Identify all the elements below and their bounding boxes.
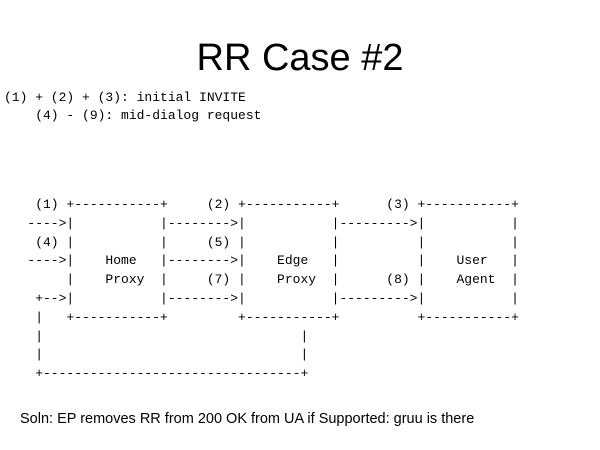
notes: (1) + (2) + (3): initial INVITE (4) - (9… bbox=[4, 89, 261, 125]
diagram-line: | | bbox=[4, 328, 309, 344]
diagram-line: ---->| Home |-------->| Edge | | User | bbox=[4, 253, 519, 269]
diagram-line: | | bbox=[4, 347, 309, 363]
note-mid-dialog: (4) - (9): mid-dialog request bbox=[4, 108, 262, 123]
diagram-line: (4) | | (5) | | | | bbox=[4, 234, 519, 250]
diagram-line: ---->| |-------->| |--------->| | bbox=[4, 215, 519, 231]
solution-text: Soln: EP removes RR from 200 OK from UA … bbox=[20, 411, 475, 427]
ascii-flow-diagram: (1) +-----------+ (2) +-----------+ (3) … bbox=[4, 196, 519, 384]
diagram-line: (1) +-----------+ (2) +-----------+ (3) … bbox=[4, 197, 519, 212]
note-initial-invite: (1) + (2) + (3): initial INVITE bbox=[4, 90, 246, 105]
diagram-line: | +-----------+ +-----------+ +---------… bbox=[4, 309, 519, 325]
diagram-line: | Proxy | (7) | Proxy | (8) | Agent | bbox=[4, 272, 519, 288]
slide-title: RR Case #2 bbox=[196, 37, 404, 79]
diagram-line: +-->| |-------->| |--------->| | bbox=[4, 290, 519, 306]
diagram-line: +---------------------------------+ bbox=[4, 366, 309, 382]
